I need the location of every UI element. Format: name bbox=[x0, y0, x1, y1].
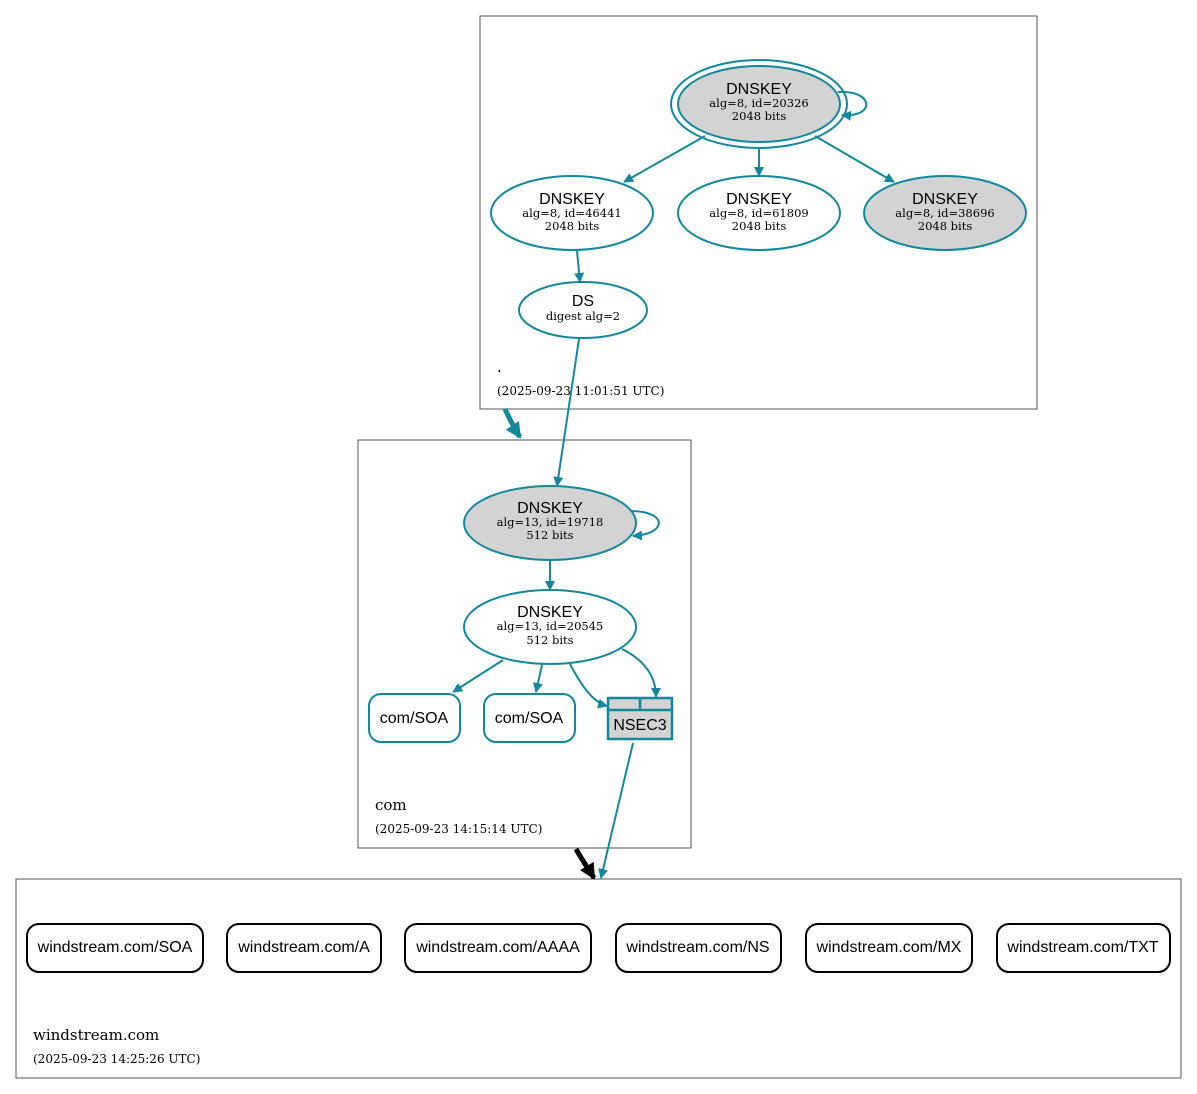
record-node[interactable]: windstream.com/TXT bbox=[996, 923, 1171, 973]
node-root-zsk3-title: DNSKEY bbox=[912, 191, 978, 208]
zone-windstream-name: windstream.com bbox=[33, 1026, 159, 1044]
node-root-zsk2-shape bbox=[677, 175, 841, 251]
node-com-nsec3-label: NSEC3 bbox=[613, 717, 666, 734]
node-root-ds-line1: digest alg=2 bbox=[546, 309, 620, 323]
record-node[interactable]: windstream.com/SOA bbox=[26, 923, 204, 973]
record-node[interactable]: windstream.com/NS bbox=[615, 923, 782, 973]
node-com-zsk-line1: alg=13, id=20545 bbox=[497, 619, 604, 633]
edge-delegation-com-windstream bbox=[573, 847, 597, 880]
node-root-zsk3-line2: 2048 bits bbox=[918, 219, 973, 233]
zone-root-name: . bbox=[497, 358, 502, 376]
record-node-shape bbox=[615, 923, 782, 973]
node-root-ds: DS digest alg=2 bbox=[518, 281, 648, 339]
node-com-zsk-line2: 512 bits bbox=[526, 633, 573, 647]
record-node[interactable]: windstream.com/AAAA bbox=[404, 923, 592, 973]
edge-root-ksk-self bbox=[837, 90, 868, 121]
node-com-ksk-line2: 512 bits bbox=[526, 528, 573, 542]
node-root-ksk-line2: 2048 bits bbox=[732, 109, 787, 123]
edge-nsec3-windstream bbox=[598, 742, 634, 879]
edge-com-zsk-soa2 bbox=[533, 664, 543, 693]
record-label-txt: windstream.com/TXT bbox=[1006, 939, 1158, 956]
node-com-soa2-shape bbox=[483, 693, 576, 743]
record-node-shape bbox=[404, 923, 592, 973]
edge-com-zsk-nsec3-a bbox=[569, 663, 608, 709]
node-root-ksk-line1: alg=8, id=20326 bbox=[709, 96, 808, 110]
node-root-zsk1: DNSKEY alg=8, id=46441 2048 bits bbox=[490, 175, 654, 251]
edge-root-zsk1-ds bbox=[574, 250, 585, 283]
node-root-zsk1-line1: alg=8, id=46441 bbox=[522, 206, 621, 220]
node-root-zsk2: DNSKEY alg=8, id=61809 2048 bits bbox=[677, 175, 841, 251]
node-com-nsec3[interactable]: NSEC3 bbox=[606, 696, 674, 741]
node-com-ksk-shape bbox=[463, 485, 637, 561]
edge-com-zsk-soa1 bbox=[452, 659, 504, 693]
node-root-ksk-outer-ring bbox=[670, 59, 848, 149]
node-root-zsk3: DNSKEY alg=8, id=38696 2048 bits bbox=[863, 175, 1027, 251]
zone-com-name: com bbox=[375, 796, 407, 814]
node-com-ksk: DNSKEY alg=13, id=19718 512 bits bbox=[463, 485, 637, 561]
node-root-zsk1-title: DNSKEY bbox=[539, 191, 605, 208]
edge-com-ksk-self bbox=[629, 510, 660, 541]
record-label-soa: windstream.com/SOA bbox=[37, 939, 193, 956]
node-root-zsk2-line1: alg=8, id=61809 bbox=[709, 206, 808, 220]
record-label-mx: windstream.com/MX bbox=[816, 939, 962, 956]
node-com-zsk-title: DNSKEY bbox=[517, 604, 583, 621]
node-root-ksk-title: DNSKEY bbox=[726, 81, 792, 98]
node-com-soa1-shape bbox=[368, 693, 461, 743]
record-label-aaaa: windstream.com/AAAA bbox=[415, 939, 580, 956]
node-com-ksk-title: DNSKEY bbox=[517, 500, 583, 517]
edges bbox=[452, 90, 895, 880]
zone-windstream-box bbox=[15, 878, 1182, 1079]
node-com-soa1[interactable]: com/SOA bbox=[368, 693, 461, 743]
node-com-zsk-shape bbox=[463, 589, 637, 665]
node-root-zsk1-shape bbox=[490, 175, 654, 251]
node-root-ksk-shape bbox=[677, 65, 841, 143]
node-com-soa2[interactable]: com/SOA bbox=[483, 693, 576, 743]
node-root-ds-shape bbox=[518, 281, 648, 339]
zone-windstream: windstream.com (2025-09-23 14:25:26 UTC) bbox=[15, 878, 1182, 1079]
node-com-ksk-line1: alg=13, id=19718 bbox=[497, 515, 604, 529]
node-root-ksk: DNSKEY alg=8, id=20326 2048 bits bbox=[670, 59, 848, 149]
edge-delegation-root-com bbox=[502, 407, 523, 439]
zone-root-timestamp: (2025-09-23 11:01:51 UTC) bbox=[497, 384, 664, 398]
record-node[interactable]: windstream.com/A bbox=[226, 923, 382, 973]
record-node-shape bbox=[996, 923, 1171, 973]
node-root-zsk2-line2: 2048 bits bbox=[732, 219, 787, 233]
record-node[interactable]: windstream.com/MX bbox=[805, 923, 973, 973]
edge-com-zsk-nsec3-b bbox=[621, 648, 661, 698]
record-label-ns: windstream.com/NS bbox=[625, 939, 769, 956]
record-node-shape bbox=[26, 923, 204, 973]
edge-root-ksk-zsk3 bbox=[814, 135, 895, 183]
node-root-zsk3-line1: alg=8, id=38696 bbox=[895, 206, 994, 220]
record-node-shape bbox=[805, 923, 973, 973]
zone-com-timestamp: (2025-09-23 14:15:14 UTC) bbox=[375, 822, 542, 836]
node-root-ds-title: DS bbox=[572, 293, 594, 310]
node-root-zsk3-shape bbox=[863, 175, 1027, 251]
node-root-zsk1-line2: 2048 bits bbox=[545, 219, 600, 233]
edge-root-ksk-zsk1 bbox=[623, 135, 706, 183]
windstream-records: windstream.com/SOA windstream.com/A wind… bbox=[26, 923, 1171, 973]
node-com-soa1-label: com/SOA bbox=[380, 710, 449, 727]
record-node-shape bbox=[226, 923, 382, 973]
zone-windstream-timestamp: (2025-09-23 14:25:26 UTC) bbox=[33, 1052, 200, 1066]
node-root-zsk2-title: DNSKEY bbox=[726, 191, 792, 208]
edge-ds-com-ksk bbox=[553, 338, 580, 487]
node-com-zsk: DNSKEY alg=13, id=20545 512 bits bbox=[463, 589, 637, 665]
node-com-soa2-label: com/SOA bbox=[495, 710, 564, 727]
record-label-a: windstream.com/A bbox=[237, 939, 370, 956]
